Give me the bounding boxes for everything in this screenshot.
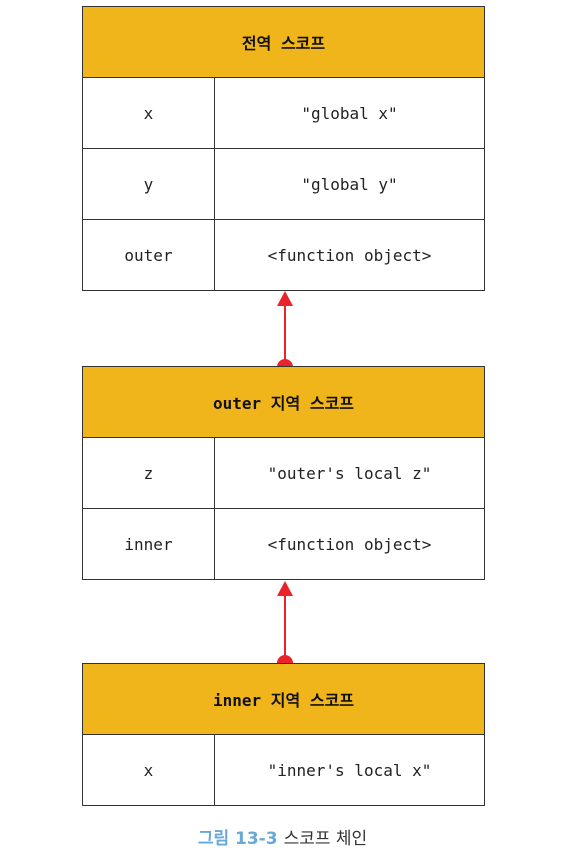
inner-scope-title: inner 지역 스코프 (83, 664, 484, 735)
scope-row-outer: outer <function object> (83, 220, 484, 290)
variable-name: outer (83, 220, 215, 290)
variable-value: <function object> (267, 245, 432, 265)
variable-value: "global x" (301, 103, 398, 123)
inner-scope-box: inner 지역 스코프 x "inner's local x" (82, 663, 485, 806)
scope-row-z: z "outer's local z" (83, 438, 484, 509)
variable-value: "global y" (301, 174, 398, 194)
variable-value: <function object> (267, 534, 432, 554)
scope-row-x: x "inner's local x" (83, 735, 484, 805)
scope-row-inner: inner <function object> (83, 509, 484, 579)
scope-row-y: y "global y" (83, 149, 484, 220)
variable-value: "inner's local x" (267, 760, 432, 780)
outer-scope-box: outer 지역 스코프 z "outer's local z" inner <… (82, 366, 485, 580)
variable-name: x (83, 735, 215, 805)
variable-name: y (83, 149, 215, 219)
variable-name: inner (83, 509, 215, 579)
variable-value: "outer's local z" (267, 463, 432, 483)
global-scope-box: 전역 스코프 x "global x" y "global y" outer <… (82, 6, 485, 291)
scope-row-x: x "global x" (83, 78, 484, 149)
figure-number: 그림 13-3 (197, 829, 278, 849)
variable-name: z (83, 438, 215, 508)
outer-scope-title: outer 지역 스코프 (83, 367, 484, 438)
global-scope-title: 전역 스코프 (83, 7, 484, 78)
figure-title: 스코프 체인 (283, 829, 368, 849)
variable-name: x (83, 78, 215, 148)
chain-line (284, 595, 286, 657)
chain-arrow-head (277, 291, 293, 306)
chain-line (284, 305, 286, 361)
chain-arrow-head (277, 581, 293, 596)
